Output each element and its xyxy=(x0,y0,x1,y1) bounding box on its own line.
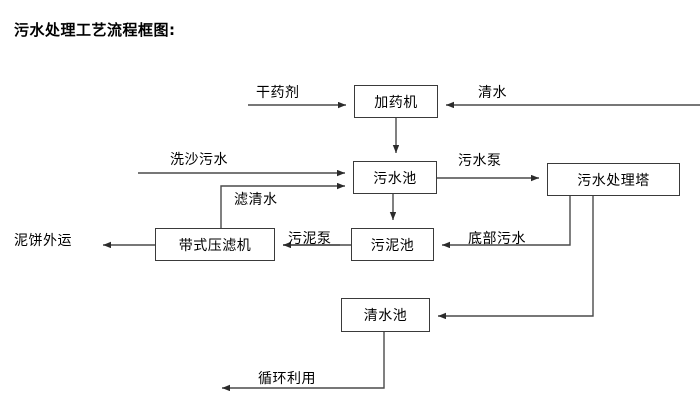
node-clear-pool-label: 清水池 xyxy=(363,308,408,324)
node-belt-press[interactable]: 带式压滤机 xyxy=(155,228,275,261)
edge-bottom-sewage-to-sludge-pool xyxy=(442,196,571,249)
node-belt-press-label: 带式压滤机 xyxy=(178,237,252,254)
edge-filtrate-to-sewage-pool xyxy=(220,182,345,228)
label-sludge-pump: 污泥泵 xyxy=(288,231,332,247)
edge-tower-to-clear-pool xyxy=(438,196,594,320)
label-clean-water-in: 清水 xyxy=(478,85,507,101)
label-bottom-sewage: 底部污水 xyxy=(468,231,526,247)
node-sewage-pool-label: 污水池 xyxy=(373,170,417,187)
label-dry-agent: 干药剂 xyxy=(256,85,300,101)
label-recycle-use: 循环利用 xyxy=(258,371,316,387)
label-sewage-pump: 污水泵 xyxy=(458,153,502,169)
label-mud-cake-out: 泥饼外运 xyxy=(14,233,72,249)
edge-clear-pool-to-recycle xyxy=(222,332,385,392)
node-sludge-pool[interactable]: 污泥池 xyxy=(351,228,434,261)
node-sewage-tower[interactable]: 污水处理塔 xyxy=(547,163,680,196)
node-sludge-pool-label: 污泥池 xyxy=(370,237,415,254)
node-sewage-pool[interactable]: 污水池 xyxy=(353,161,437,194)
page-title: 污水处理工艺流程框图: xyxy=(14,21,176,39)
node-dosing-machine-label: 加药机 xyxy=(374,94,418,111)
label-sand-wash-sewage: 洗沙污水 xyxy=(170,152,228,168)
node-sewage-tower-label: 污水处理塔 xyxy=(577,172,650,189)
node-clear-pool[interactable]: 清水池 xyxy=(341,298,430,332)
label-filtrate-water: 滤清水 xyxy=(234,192,278,208)
node-dosing-machine[interactable]: 加药机 xyxy=(354,85,438,118)
